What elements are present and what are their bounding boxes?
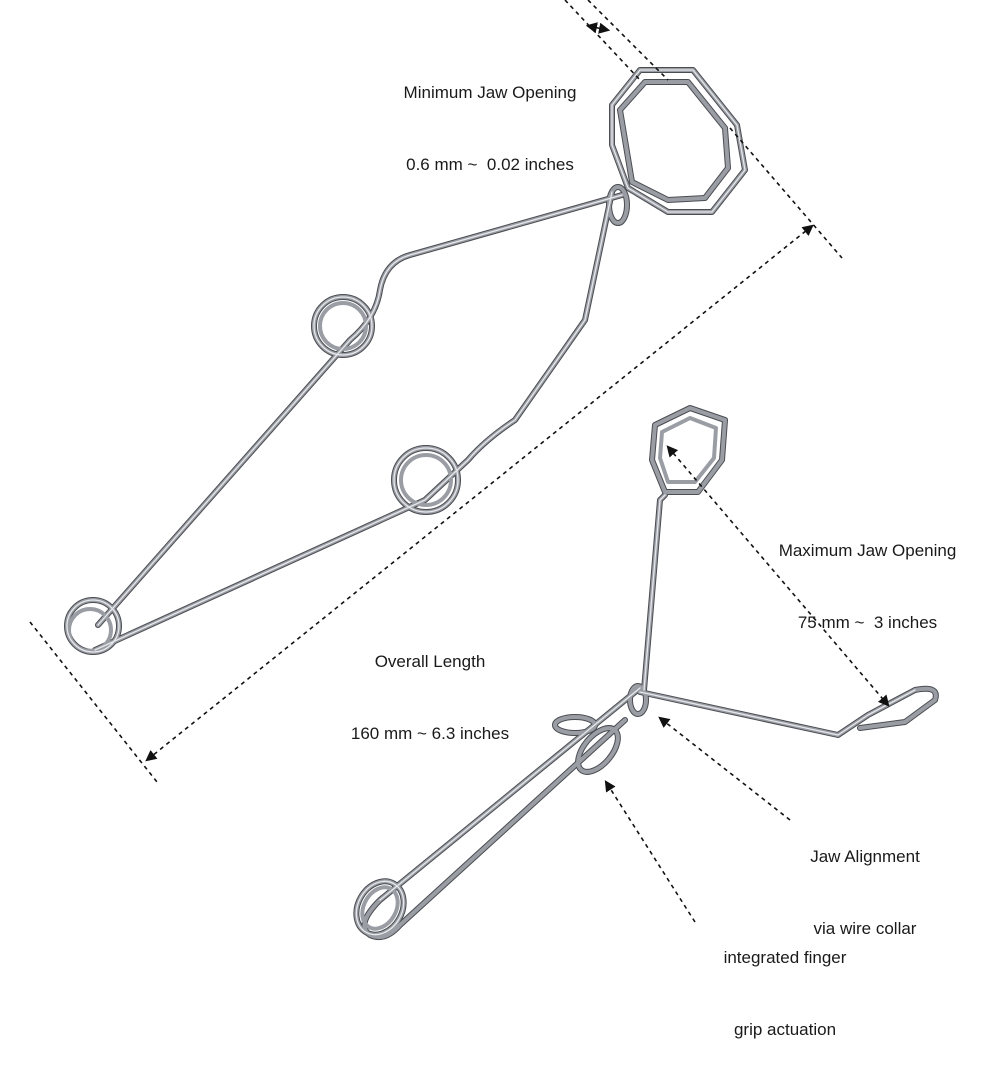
jaw-alignment-title: Jaw Alignment <box>810 847 920 866</box>
overall-length-arrow <box>145 224 814 762</box>
min-jaw-dimension-arrow <box>585 22 611 34</box>
min-jaw-value: 0.6 mm ~ 0.02 inches <box>406 155 574 174</box>
max-jaw-arrow <box>666 445 890 707</box>
min-jaw-title: Minimum Jaw Opening <box>403 83 577 102</box>
overall-length-label: Overall Length 160 mm ~ 6.3 inches <box>315 602 545 794</box>
length-extension-bottom <box>29 621 158 783</box>
max-jaw-value: 75 mm ~ 3 inches <box>797 613 938 632</box>
jaw-alignment-value: via wire collar <box>813 919 917 938</box>
overall-length-value: 160 mm ~ 6.3 inches <box>350 724 510 743</box>
jaw-alignment-label: Jaw Alignment via wire collar <box>770 797 960 989</box>
finger-grip-value: grip actuation <box>733 1020 837 1039</box>
finger-grip-pointer <box>604 780 696 923</box>
max-jaw-title: Maximum Jaw Opening <box>778 541 957 560</box>
finger-grip-label: integrated finger grip actuation <box>690 898 880 1090</box>
length-extension-top <box>729 127 843 259</box>
min-jaw-extension-left <box>564 0 641 81</box>
dimension-lines <box>29 0 890 923</box>
min-jaw-opening-label: Minimum Jaw Opening 0.6 mm ~ 0.02 inches <box>370 33 610 225</box>
overall-length-title: Overall Length <box>374 652 486 671</box>
min-jaw-extension-right <box>587 0 669 81</box>
diagram-canvas: Minimum Jaw Opening 0.6 mm ~ 0.02 inches… <box>29 0 1000 1039</box>
jaw-alignment-pointer <box>658 716 791 821</box>
max-jaw-opening-label: Maximum Jaw Opening 75 mm ~ 3 inches <box>735 491 1000 683</box>
finger-grip-title: integrated finger <box>723 948 847 967</box>
tongs-illustration <box>29 0 939 940</box>
